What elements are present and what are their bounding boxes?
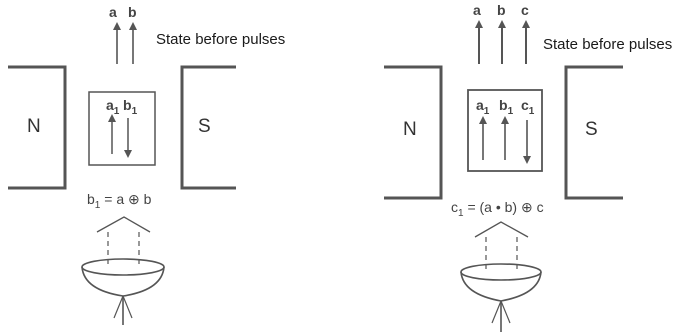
right-spin-label-a: a1 xyxy=(476,97,490,117)
right-equation: c1 = (a • b) ⊕ c xyxy=(451,199,544,219)
left-magnet-n xyxy=(8,65,67,190)
left-pulse-roof xyxy=(96,216,151,233)
left-equation: b1 = a ⊕ b xyxy=(87,191,152,211)
right-sample-box xyxy=(467,89,543,172)
left-state-label: State before pulses xyxy=(156,31,286,48)
right-dish-bowl xyxy=(460,271,542,302)
left-dish-leg-r xyxy=(122,295,133,319)
left-spin-label-a: a1 xyxy=(106,97,120,117)
right-pulse-roof xyxy=(474,221,529,238)
right-dish-leg-r xyxy=(500,300,511,324)
left-spin-label-b: b1 xyxy=(123,97,138,117)
right-top-label-a: a xyxy=(473,2,481,18)
left-pole-s-label: S xyxy=(198,116,211,137)
right-state-label: State before pulses xyxy=(543,36,673,53)
left-pole-n-label: N xyxy=(27,116,41,137)
left-top-label-b: b xyxy=(128,4,137,20)
right-spin-label-b: b1 xyxy=(499,97,514,117)
right-magnet-n xyxy=(384,65,443,200)
right-pole-s-label: S xyxy=(585,119,598,140)
left-magnet-s xyxy=(180,65,236,190)
right-dish-rim xyxy=(460,263,542,281)
right-dish-leg-l xyxy=(491,300,502,324)
right-spin-label-c: c1 xyxy=(521,97,535,117)
left-panel xyxy=(8,22,236,325)
left-top-label-a: a xyxy=(109,4,117,20)
right-magnet-s xyxy=(564,65,623,200)
left-dish-bowl xyxy=(81,266,165,297)
left-sample-box xyxy=(88,91,156,166)
right-panel xyxy=(384,20,623,332)
right-top-label-c: c xyxy=(521,2,529,18)
right-top-label-b: b xyxy=(497,2,506,18)
right-pole-n-label: N xyxy=(403,119,417,140)
left-dish-rim xyxy=(81,258,165,276)
left-dish-leg-l xyxy=(113,295,124,319)
